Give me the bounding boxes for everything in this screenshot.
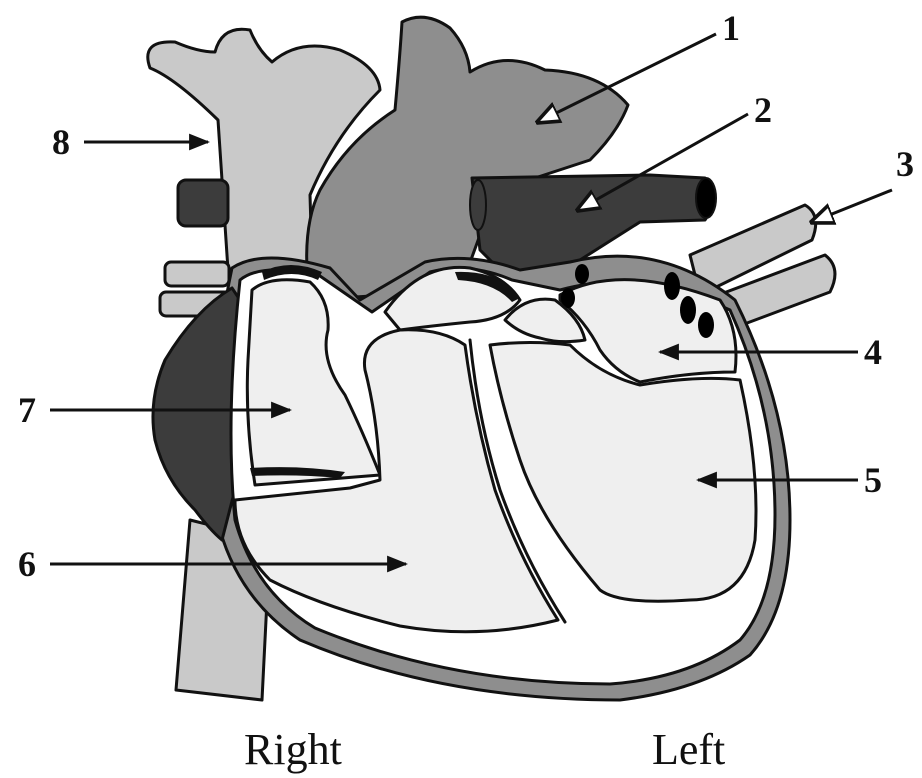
label-4: 4 — [864, 332, 882, 372]
label-8: 8 — [52, 122, 70, 162]
label-2: 2 — [754, 90, 772, 130]
label-5: 5 — [864, 460, 882, 500]
label-7: 7 — [18, 390, 36, 430]
label-1: 1 — [722, 8, 740, 48]
right-pulmonary-vein-upper — [165, 262, 229, 286]
pulmonary-artery-opening — [696, 178, 716, 218]
label-3: 3 — [896, 144, 914, 184]
pointer-3 — [812, 190, 892, 222]
label-6: 6 — [18, 544, 36, 584]
right-pulmonary-artery — [178, 180, 228, 226]
pulmonary-artery-left-end — [470, 180, 486, 230]
side-label-right: Right — [244, 725, 342, 774]
side-label-left: Left — [652, 725, 725, 774]
right-atrium-wall — [153, 288, 240, 540]
